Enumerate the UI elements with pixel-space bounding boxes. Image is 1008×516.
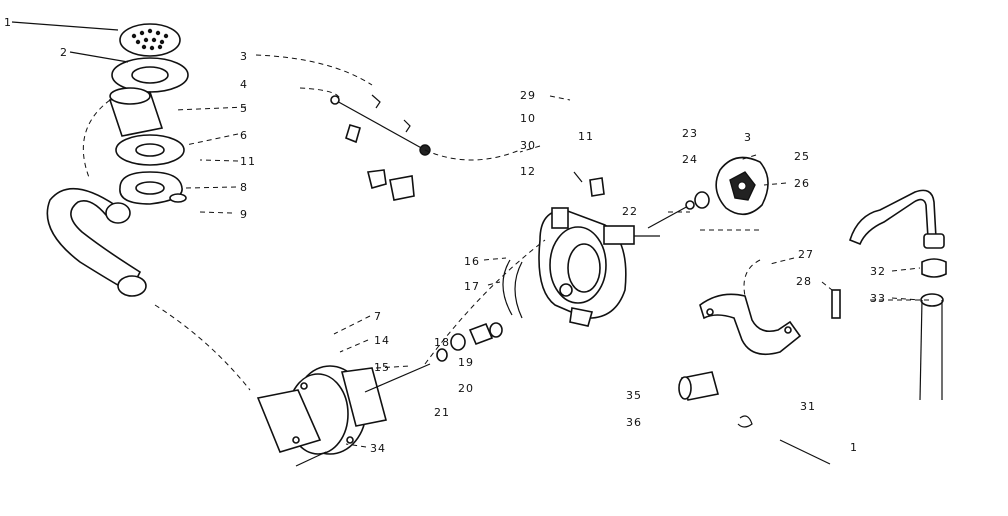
part-28-fitting [831,289,841,319]
part-11-bracket [573,171,605,197]
part-36-clip [737,415,753,428]
callout-23: 23 [682,127,698,140]
callout-34: 34 [370,442,386,455]
callout-5: 5 [240,102,248,115]
callout-29: 29 [520,89,536,102]
callout-11-center: 11 [578,130,594,143]
callout-24: 24 [682,153,698,166]
part-5-sleeve [108,87,164,137]
callout-4: 4 [240,78,248,91]
callout-3: 3 [240,50,248,63]
part-27-bracket [699,293,802,356]
part-clip [367,169,415,201]
callout-35: 35 [626,389,642,402]
callout-33: 33 [870,292,886,305]
pump-housing [538,207,660,327]
callout-1-right: 1 [850,441,858,454]
callout-30: 30 [520,139,536,152]
callout-27: 27 [798,248,814,261]
part-35-coupling [678,371,719,401]
callout-15: 15 [374,361,390,374]
callout-7: 7 [374,310,382,323]
callout-36: 36 [626,416,642,429]
callout-6: 6 [240,129,248,142]
part-4-shaft-assembly [330,94,431,156]
part-16-17-clips [502,259,523,319]
part-2-flange [111,57,189,93]
leader-lines [11,21,921,448]
part-6-gasket [115,134,185,166]
callout-9: 9 [240,208,248,221]
callout-1: 1 [4,16,12,29]
callout-labels: 1 2 3 4 5 6 11 8 9 29 10 30 12 11 23 24 … [4,16,886,455]
callout-20: 20 [458,382,474,395]
callout-28: 28 [796,275,812,288]
callout-3-right: 3 [744,131,752,144]
callout-12: 12 [520,165,536,178]
outlet-hose [849,189,947,401]
part-1-right-line [779,439,831,465]
callout-22: 22 [622,205,638,218]
callout-14: 14 [374,334,390,347]
callout-8: 8 [240,181,248,194]
part-9-elbow-hose [46,187,147,297]
callout-11-left: 11 [240,155,256,168]
callout-31: 31 [800,400,816,413]
callout-16: 16 [464,255,480,268]
part-8-plate [119,171,187,205]
part-18-21-stack [436,322,503,362]
callout-10: 10 [520,112,536,125]
part-22-pin [647,200,695,229]
part-1-strainer [119,23,181,57]
callout-32: 32 [870,265,886,278]
callout-18: 18 [434,336,450,349]
callout-17: 17 [464,280,480,293]
connection-lines [82,54,930,391]
callout-19: 19 [458,356,474,369]
part-24-washer [694,191,710,209]
callout-2: 2 [60,46,68,59]
callout-21: 21 [434,406,450,419]
part-25-26-impeller [715,156,769,216]
callout-26: 26 [794,177,810,190]
callout-25: 25 [794,150,810,163]
motor-assembly [256,363,431,467]
